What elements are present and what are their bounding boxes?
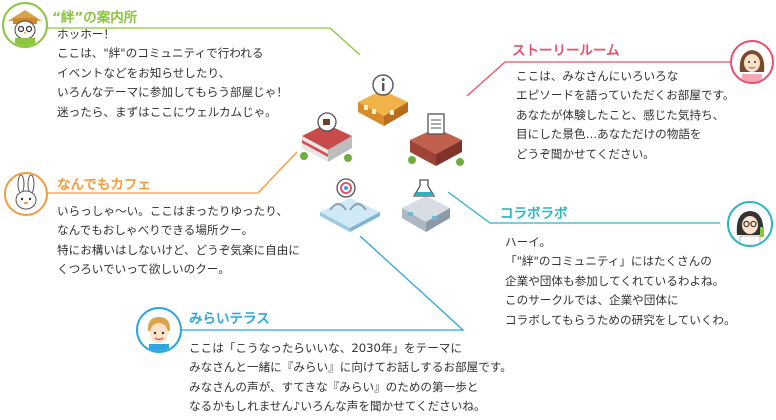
- owl-ranger-avatar-icon: [2, 2, 48, 48]
- terrace-title: みらいテラス: [189, 311, 270, 327]
- story-line: あなたが体験したこと、感じた気持ち、: [516, 107, 725, 122]
- cafe-line: 特にお構いはしないけど、どうぞ気楽に自由に: [57, 242, 300, 257]
- cafe-description: いらっしゃ〜い。ここはまったりゆったり、 なんでもおしゃべりできる場所クー。 特…: [57, 202, 300, 280]
- book-building-icon: [408, 113, 464, 166]
- story-line: エピソードを語っていただくお部屋です。: [516, 88, 735, 103]
- terrace-connector-line: [175, 235, 465, 331]
- story-connector-line: [466, 61, 730, 97]
- collab-line: 「"絆"のコミュニティ」にはたくさんの: [505, 254, 712, 269]
- terrace-line: みなさんと一緒に『みらい』に向けてお話しするお部屋です。: [189, 360, 512, 375]
- collab-title: コラボラボ: [500, 206, 568, 222]
- lab-building-icon: [402, 179, 450, 232]
- collab-line: 企業や団体も参加してくれているわよね。: [505, 273, 725, 288]
- collab-line: ハーイ。: [505, 235, 552, 249]
- cafe-line: なんでもおしゃべりできる場所クー。: [57, 223, 254, 238]
- cafe-building-icon: [300, 112, 352, 162]
- guide-line: ここは、"絆"のコミュニティで行われる: [57, 46, 264, 61]
- info-building-icon: [358, 74, 408, 126]
- guide-connector-line: [42, 27, 361, 56]
- cafe-line: いらっしゃ〜い。ここはまったりゆったり、: [57, 204, 288, 218]
- guide-line: 迷ったら、まずはここにウェルカムじゃ。: [57, 104, 277, 119]
- story-line: 目にした景色…あなただけの物語を: [516, 127, 702, 142]
- story-description: ここは、みなさんにいろいろな エピソードを語っていただくお部屋です。 あなたが体…: [516, 67, 735, 164]
- story-title: ストーリールーム: [512, 43, 620, 59]
- guide-line: イベントなどをお知らせしたり、: [57, 65, 231, 80]
- terrace-line: みなさんの声が、すてきな『みらい』のための第一歩と: [189, 379, 479, 394]
- terrace-description: ここは「こうなったらいいな、2030年」をテーマに みなさんと一緒に『みらい』に…: [189, 339, 512, 417]
- terrace-line: なるかもしれません♪いろんな声を聞かせてくださいね。: [189, 399, 486, 414]
- collab-description: ハーイ。 「"絆"のコミュニティ」にはたくさんの 企業や団体も参加してくれている…: [505, 233, 736, 330]
- terrace-line: ここは「こうなったらいいな、2030年」をテーマに: [189, 341, 462, 355]
- cafe-connector-line: [45, 151, 298, 194]
- cafe-line: くつろいでいって欲しいのクー。: [57, 262, 230, 277]
- guide-line: ホッホー！: [57, 27, 115, 41]
- story-line: どうぞ聞かせてください。: [516, 146, 655, 161]
- guide-line: いろんなテーマに参加してもらう部屋じゃ！: [57, 85, 288, 100]
- story-line: ここは、みなさんにいろいろな: [516, 69, 679, 83]
- scientist-woman-avatar-icon: [727, 201, 773, 247]
- collab-connector-line: [447, 191, 720, 224]
- rabbit-avatar-icon: [4, 172, 48, 216]
- woman-avatar-icon: [730, 40, 774, 84]
- boy-avatar-icon: [136, 307, 182, 353]
- terrace-building-icon: [320, 178, 380, 232]
- cafe-title: なんでもカフェ: [57, 177, 151, 193]
- collab-line: このサークルでは、企業や団体に: [505, 293, 679, 308]
- collab-line: コラボしてもらうための研究をしていくわ。: [505, 312, 736, 327]
- guide-description: ホッホー！ ここは、"絆"のコミュニティで行われる イベントなどをお知らせしたり…: [57, 25, 288, 122]
- guide-title: “絆”の案内所: [52, 10, 138, 26]
